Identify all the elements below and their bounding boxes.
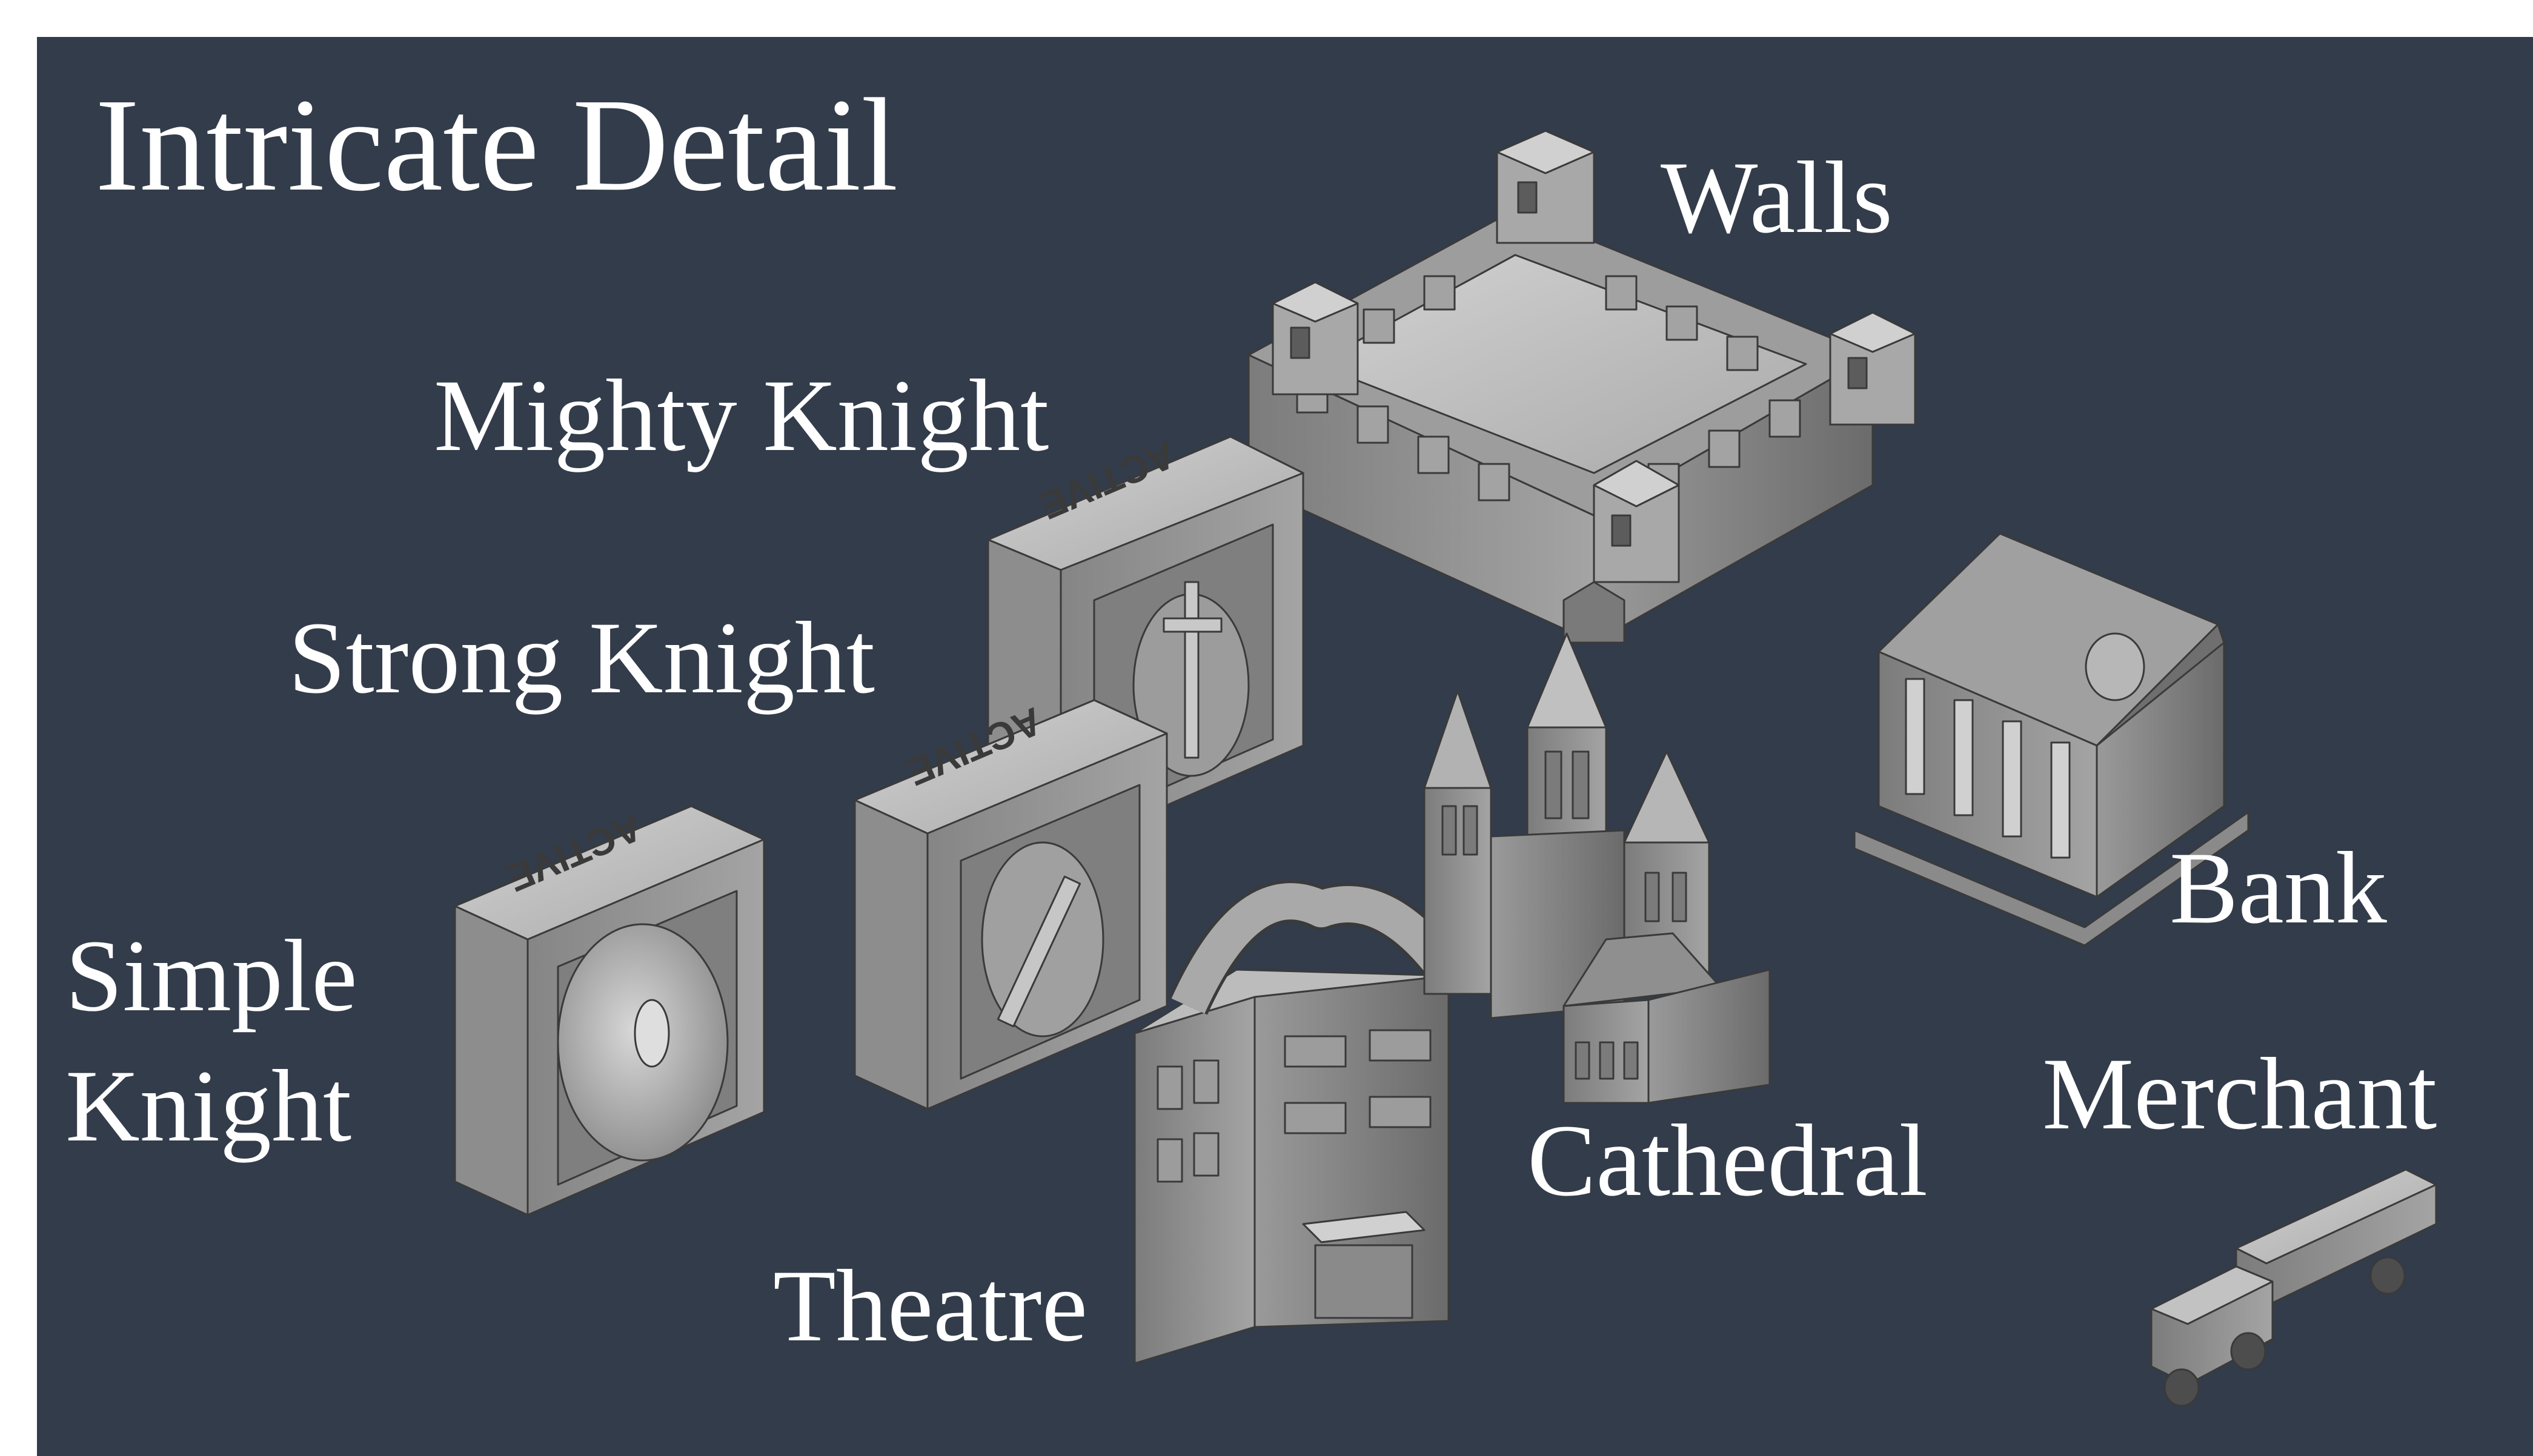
walls-label: Walls: [1661, 141, 1893, 254]
page-title: Intricate Detail: [95, 71, 898, 219]
bank-label: Bank: [2169, 831, 2387, 945]
theatre-model: [1134, 880, 1472, 1365]
mighty-knight-label: Mighty Knight: [434, 359, 1049, 472]
cathedral-label: Cathedral: [1527, 1104, 1928, 1217]
cathedral-model: [1423, 632, 1771, 1104]
simple-knight-model: [454, 805, 765, 1216]
simple-knight-label-line1: Simple: [65, 919, 357, 1033]
theatre-label: Theatre: [773, 1249, 1088, 1363]
bank-model: [1853, 532, 2249, 947]
strong-knight-label: Strong Knight: [288, 601, 875, 715]
simple-knight-label-line2: Knight: [65, 1049, 352, 1163]
merchant-label: Merchant: [2042, 1037, 2437, 1151]
merchant-model: [2150, 1168, 2437, 1407]
strong-knight-model: [854, 699, 1168, 1110]
showcase-panel: Intricate Detail Walls Mighty Knight Str…: [37, 37, 2533, 1456]
models-scene: [454, 130, 2437, 1407]
walls-model: [1247, 130, 1916, 644]
